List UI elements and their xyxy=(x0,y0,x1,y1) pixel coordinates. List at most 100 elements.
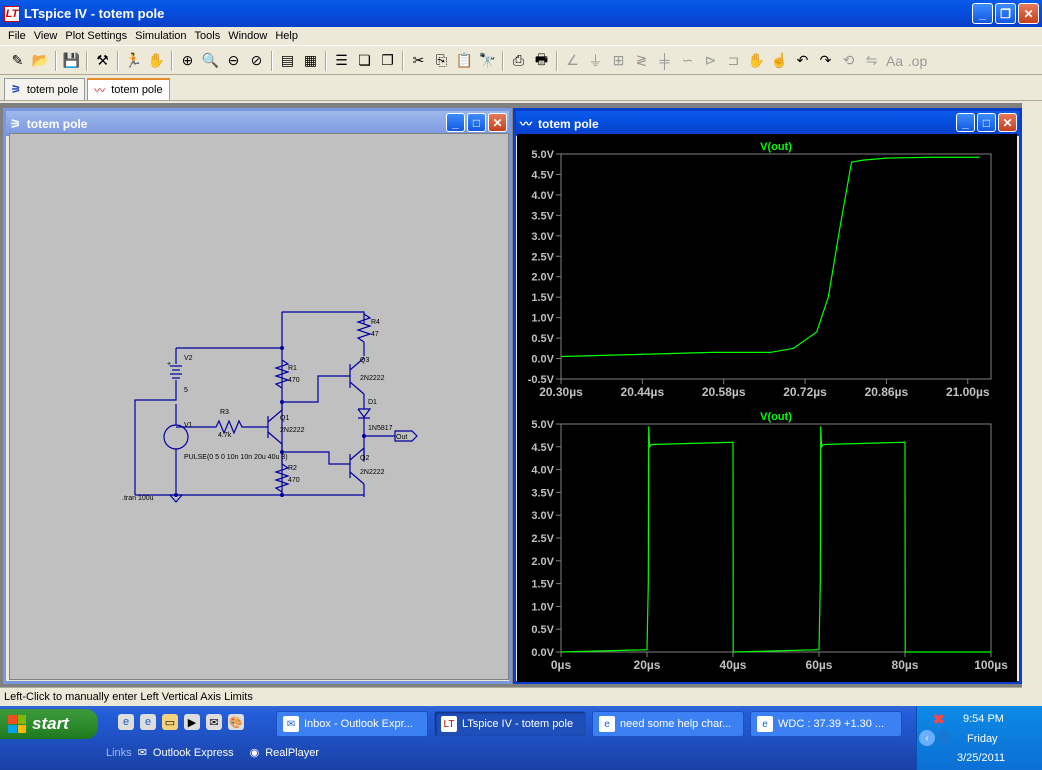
links-toolbar: Links ✉ Outlook Express ◉ RealPlayer xyxy=(106,746,320,760)
diode-icon[interactable]: ⊳ xyxy=(704,52,717,68)
schematic-window-titlebar[interactable]: ⚞ totem pole _ □ ✕ xyxy=(6,111,509,136)
plot-maximize-button[interactable]: □ xyxy=(977,113,996,132)
menu-tools[interactable]: Tools xyxy=(194,30,221,42)
redo-icon[interactable]: ↷ xyxy=(819,52,832,68)
save-icon[interactable]: 💾 xyxy=(62,52,81,68)
ie-icon[interactable]: e xyxy=(118,714,134,730)
run-icon[interactable]: 🏃 xyxy=(124,52,143,68)
schematic-close-button[interactable]: ✕ xyxy=(488,113,507,132)
clock-date[interactable]: 3/25/2011 xyxy=(957,752,1006,764)
paste-icon[interactable]: 📋 xyxy=(455,52,474,68)
schematic-canvas[interactable]: V2 + 5 V1 PULSE(0 5 0 10n 10n 20u 40u 3)… xyxy=(9,133,509,680)
tray-expand-icon[interactable]: ‹ xyxy=(919,730,935,746)
clock-time[interactable]: 9:54 PM xyxy=(963,713,1004,725)
inductor-icon[interactable]: ∽ xyxy=(681,52,694,68)
tab-waveform[interactable]: 〰 totem pole xyxy=(87,78,170,100)
component-icon[interactable]: ⊐ xyxy=(727,52,740,68)
y-tick-label-1-7: 1.5V xyxy=(531,579,554,591)
text-icon[interactable]: Aa xyxy=(885,52,904,69)
tile-vertical-icon[interactable]: ❐ xyxy=(381,52,394,68)
y-tick-label-0-11: -0.5V xyxy=(528,374,555,386)
capacitor-icon[interactable]: ╪ xyxy=(659,52,670,69)
menu-view[interactable]: View xyxy=(33,30,58,42)
zoom-out-icon[interactable]: ⊖ xyxy=(227,52,240,68)
x-tick-label-1-4: 80µs xyxy=(892,658,919,672)
taskbar-wdc-label: WDC : 37.39 +1.30 ... xyxy=(778,718,885,730)
close-button[interactable]: ✕ xyxy=(1018,3,1039,24)
y-tick-label-1-1: 4.5V xyxy=(531,442,554,454)
outlook-express-icon: ✉ xyxy=(137,747,147,759)
autorange-icon[interactable]: ▤ xyxy=(280,52,295,68)
minimize-button[interactable]: _ xyxy=(972,3,993,24)
security-alert-icon[interactable]: ✖ xyxy=(933,711,945,727)
halt-icon[interactable]: ✋ xyxy=(147,52,166,68)
y-tick-label-1-10: 0.0V xyxy=(531,647,554,659)
network-user-icon[interactable]: 👤 xyxy=(935,730,952,745)
find-icon[interactable]: 🔭 xyxy=(478,52,497,68)
plot-pane-icon[interactable]: ▦ xyxy=(303,52,318,68)
menu-simulation[interactable]: Simulation xyxy=(135,30,187,42)
taskbar-inbox[interactable]: ✉ Inbox - Outlook Expr... xyxy=(276,711,428,737)
cascade-icon[interactable]: ❏ xyxy=(358,52,371,68)
schematic-maximize-button[interactable]: □ xyxy=(467,113,486,132)
y-tick-label-1-9: 0.5V xyxy=(531,624,554,636)
drag-icon[interactable]: ☝ xyxy=(770,52,789,68)
media-player-icon[interactable]: ▶ xyxy=(184,714,200,730)
menu-file[interactable]: File xyxy=(8,30,26,42)
ie-alt-icon[interactable]: e xyxy=(140,714,156,730)
menu-plot-settings[interactable]: Plot Settings xyxy=(65,30,128,42)
y-tick-label-1-2: 4.0V xyxy=(531,465,554,477)
print-icon[interactable]: 🖶 xyxy=(534,50,549,67)
spice-directive-icon[interactable]: .op xyxy=(907,52,928,69)
tile-horizontal-icon[interactable]: ☰ xyxy=(335,52,348,68)
schematic-minimize-button[interactable]: _ xyxy=(446,113,465,132)
start-button[interactable]: start xyxy=(0,709,98,739)
waveform-svg[interactable]: V(out)5.0V4.5V4.0V3.5V3.0V2.5V2.0V1.5V1.… xyxy=(517,134,1017,682)
ie-icon: e xyxy=(599,716,615,732)
link-realplayer[interactable]: RealPlayer xyxy=(265,746,320,759)
taskbar-ltspice[interactable]: LT LTspice IV - totem pole xyxy=(434,711,586,737)
link-outlook-express[interactable]: Outlook Express xyxy=(152,746,234,759)
move-icon[interactable]: ✋ xyxy=(747,52,766,68)
folder-icon[interactable]: ▭ xyxy=(162,714,178,730)
resistor-icon[interactable]: ≷ xyxy=(635,52,648,68)
system-tray: ✖ ‹ 👤 9:54 PM Friday 3/25/2011 xyxy=(916,706,1042,770)
y-tick-label-1-6: 2.0V xyxy=(531,556,554,568)
menu-help[interactable]: Help xyxy=(275,30,298,42)
rotate-icon[interactable]: ⟲ xyxy=(842,52,855,68)
paint-icon[interactable]: 🎨 xyxy=(228,714,244,730)
menu-window[interactable]: Window xyxy=(228,30,268,42)
outlook-icon[interactable]: ✉ xyxy=(206,714,222,730)
undo-icon[interactable]: ↶ xyxy=(796,52,809,68)
zoom-in-icon[interactable]: ⊕ xyxy=(181,52,194,68)
q3-label: Q3 xyxy=(360,357,369,364)
zoom-cancel-icon[interactable]: ⊘ xyxy=(250,52,263,68)
plot-frame-1 xyxy=(560,423,992,653)
control-panel-icon[interactable]: ⚒ xyxy=(96,52,109,68)
ground-icon[interactable]: ⏚ xyxy=(588,52,603,69)
taskbar-help[interactable]: e need some help char... xyxy=(592,711,744,737)
open-icon[interactable]: 📂 xyxy=(31,52,50,68)
restore-button[interactable]: ❐ xyxy=(995,3,1016,24)
x-tick-label-0-3: 20.72µs xyxy=(783,385,827,399)
mirror-icon[interactable]: ⇋ xyxy=(865,52,878,68)
label-net-icon[interactable]: ⊞ xyxy=(612,52,625,68)
wire-icon[interactable]: ∠ xyxy=(566,52,579,68)
y-tick-label-0-9: 0.5V xyxy=(531,333,554,345)
new-schematic-icon[interactable]: ✎ xyxy=(11,52,24,68)
copy-icon[interactable]: ⎘ xyxy=(435,52,448,68)
x-tick-label-0-5: 21.00µs xyxy=(946,385,990,399)
print-preview-icon[interactable]: ⎙ xyxy=(512,52,525,68)
r2-value: 470 xyxy=(288,477,300,484)
r1-label: R1 xyxy=(288,365,297,372)
pan-icon[interactable]: 🔍 xyxy=(201,52,220,68)
cut-icon[interactable]: ✂ xyxy=(412,52,425,68)
plot-close-button[interactable]: ✕ xyxy=(998,113,1017,132)
plot-minimize-button[interactable]: _ xyxy=(956,113,975,132)
x-tick-label-0-2: 20.58µs xyxy=(702,385,746,399)
plot-window-titlebar[interactable]: 〰 totem pole _ □ ✕ xyxy=(516,111,1019,136)
tab-schematic[interactable]: ⚞ totem pole xyxy=(4,78,86,100)
taskbar-wdc[interactable]: e WDC : 37.39 +1.30 ... xyxy=(750,711,902,737)
clock-day[interactable]: Friday xyxy=(967,733,998,745)
